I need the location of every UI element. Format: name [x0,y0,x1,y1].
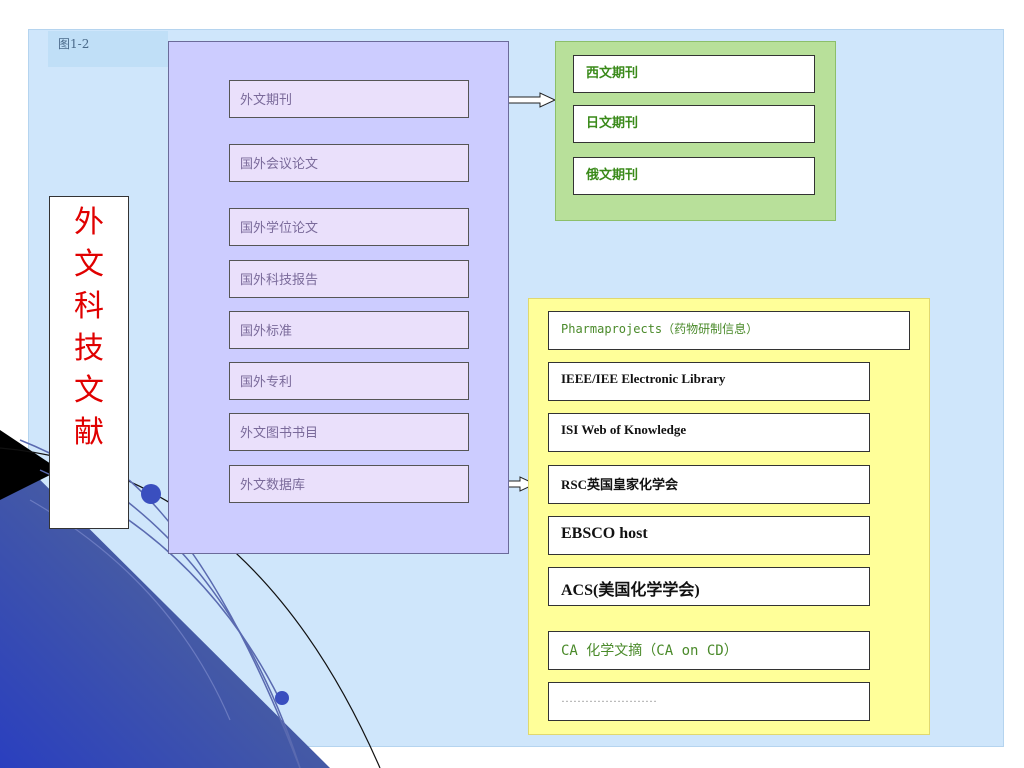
figure-label: 图1-2 [58,37,90,51]
journal-item: 日文期刊 [573,105,815,143]
vertical-title: 外 文 科 技 文 献 [74,205,104,450]
database-item: CA 化学文摘（CA on CD） [548,631,870,670]
category-item: 外文图书书目 [229,413,469,451]
category-item: 国外会议论文 [229,144,469,182]
category-item: 国外标准 [229,311,469,349]
database-item: …………………… [548,682,870,721]
category-item: 国外科技报告 [229,260,469,298]
category-item: 国外专利 [229,362,469,400]
journal-item: 西文期刊 [573,55,815,93]
database-item: RSC英国皇家化学会 [548,465,870,504]
database-item: ACS(美国化学学会) [548,567,870,606]
category-item: 外文数据库 [229,465,469,503]
database-item: Pharmaprojects（药物研制信息） [548,311,910,350]
category-item: 外文期刊 [229,80,469,118]
category-item: 国外学位论文 [229,208,469,246]
figure-label-box [48,31,168,67]
journal-item: 俄文期刊 [573,157,815,195]
title-box [49,196,129,529]
database-item: EBSCO host [548,516,870,555]
database-item: IEEE/IEE Electronic Library [548,362,870,401]
database-item: ISI Web of Knowledge [548,413,870,452]
